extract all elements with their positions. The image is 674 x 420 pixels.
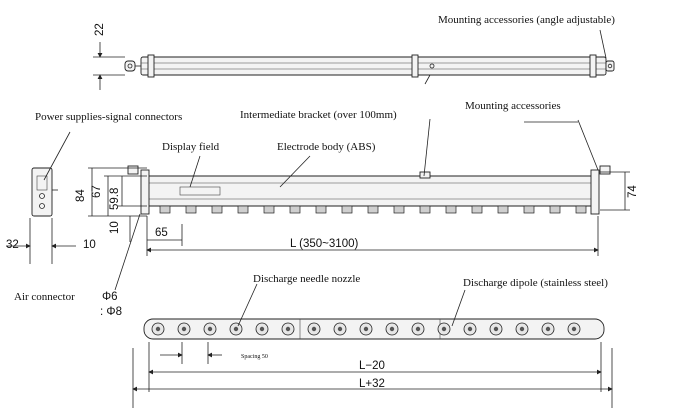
nozzle-tip	[337, 326, 343, 332]
discharge-needle	[549, 205, 561, 214]
nozzle-tip	[467, 326, 473, 332]
discharge-needle	[367, 205, 379, 214]
front-needle-row	[159, 205, 587, 214]
nozzle-tip	[415, 326, 421, 332]
nozzle-tip	[363, 326, 369, 332]
nozzle-tip	[389, 326, 395, 332]
discharge-needle	[185, 205, 197, 214]
label-air-connector: Air connector	[14, 291, 75, 303]
dim-phi8: : Φ8	[100, 306, 122, 318]
dim-phi6: Φ6	[102, 291, 118, 303]
nozzle-tip	[571, 326, 577, 332]
dim-65: 65	[155, 227, 168, 239]
discharge-needle	[419, 205, 431, 214]
discharge-needle	[445, 205, 457, 214]
dim-32: 32	[6, 239, 19, 251]
nozzle-tip	[441, 326, 447, 332]
discharge-needle	[341, 205, 353, 214]
nozzle-tip	[519, 326, 525, 332]
discharge-needle	[263, 205, 275, 214]
nozzle-tip	[207, 326, 213, 332]
dim-59-8: 59.8	[109, 188, 121, 210]
dim-74: 74	[627, 185, 639, 198]
label-spacing: Spacing 50	[241, 354, 268, 360]
label-electrode-body: Electrode body (ABS)	[277, 141, 376, 153]
nozzle-tip	[181, 326, 187, 332]
dim-length-range: L (350~3100)	[290, 238, 358, 250]
discharge-needle	[315, 205, 327, 214]
discharge-needle	[575, 205, 587, 214]
nozzle-tip	[545, 326, 551, 332]
label-display-field: Display field	[162, 141, 220, 153]
top-view	[93, 29, 615, 90]
label-discharge-nozzle: Discharge needle nozzle	[253, 273, 360, 285]
nozzle-tip	[285, 326, 291, 332]
side-view	[6, 131, 76, 264]
nozzle-tip	[311, 326, 317, 332]
dim-10-horizontal: 10	[83, 239, 96, 251]
nozzle-tip	[493, 326, 499, 332]
bottom-nozzle-row	[151, 322, 581, 336]
dim-10-vertical: 10	[109, 221, 121, 234]
nozzle-tip	[233, 326, 239, 332]
nozzle-tip	[155, 326, 161, 332]
dim-67: 67	[91, 185, 103, 198]
label-mounting-accessories-adjustable: Mounting accessories (angle adjustable)	[438, 14, 615, 26]
front-view	[88, 118, 630, 291]
label-discharge-dipole: Discharge dipole (stainless steel)	[463, 277, 608, 289]
discharge-needle	[523, 205, 535, 214]
label-power-supplies: Power supplies-signal connectors	[35, 111, 182, 123]
dim-84: 84	[75, 189, 87, 202]
label-mounting-accessories: Mounting accessories	[465, 100, 561, 112]
dim-l-plus-32: L+32	[359, 378, 385, 390]
discharge-needle	[159, 205, 171, 214]
discharge-needle	[471, 205, 483, 214]
dim-l-minus-20: L−20	[359, 360, 385, 372]
discharge-needle	[497, 205, 509, 214]
bottom-view	[132, 283, 613, 408]
dim-22: 22	[94, 23, 106, 36]
discharge-needle	[289, 205, 301, 214]
discharge-needle	[237, 205, 249, 214]
nozzle-tip	[259, 326, 265, 332]
discharge-needle	[211, 205, 223, 214]
label-intermediate-bracket: Intermediate bracket (over 100mm)	[240, 109, 397, 121]
discharge-needle	[393, 205, 405, 214]
